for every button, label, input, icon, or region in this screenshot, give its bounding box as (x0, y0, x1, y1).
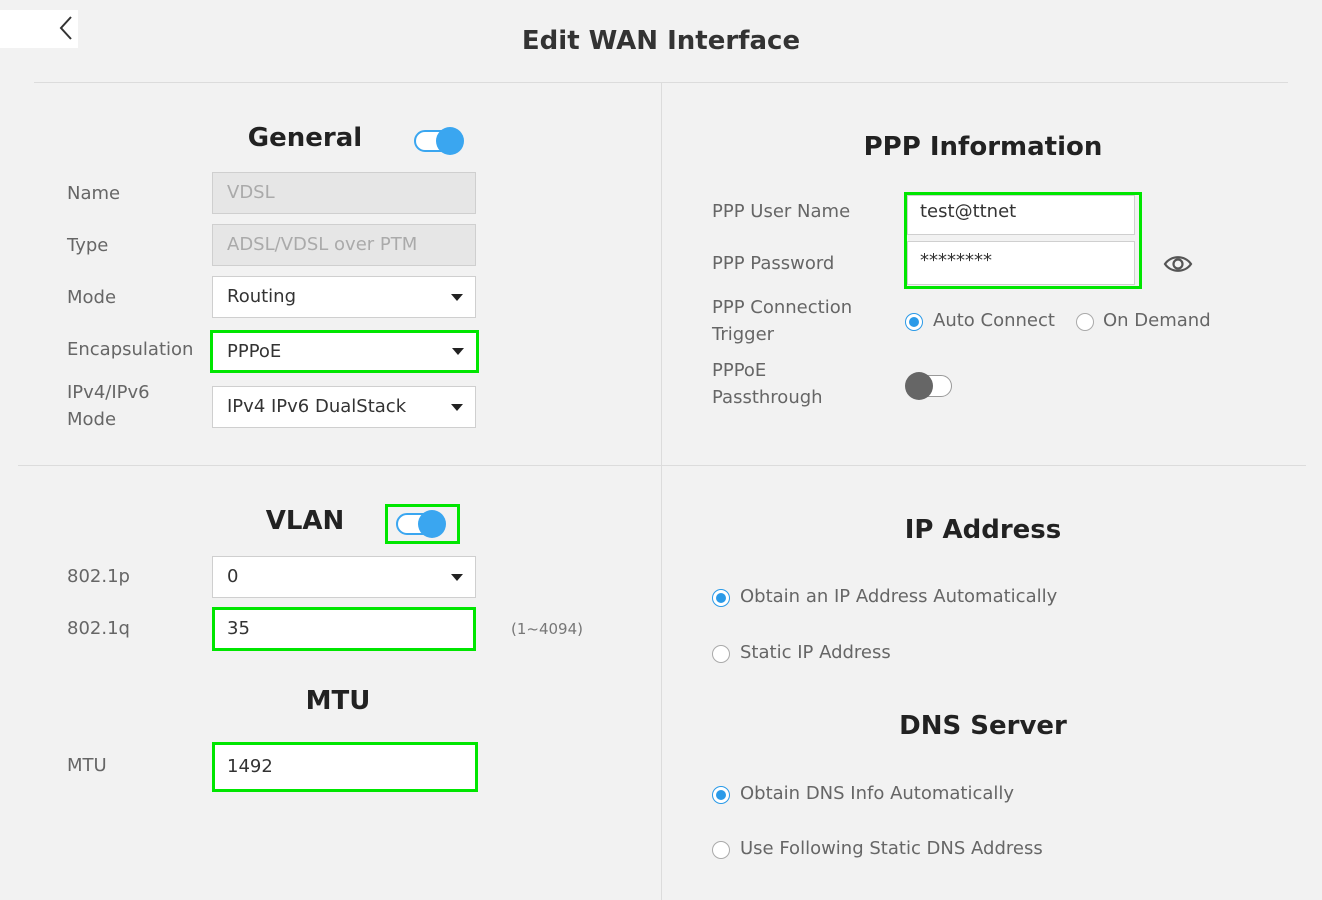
mode-select-value: Routing (227, 286, 297, 307)
type-label: Type (67, 235, 109, 256)
pppoe-passthrough-label-line2: Passthrough (712, 387, 823, 408)
ip-mode-label-line1: IPv4/IPv6 (67, 382, 150, 403)
encapsulation-select[interactable]: PPPoE (210, 330, 479, 373)
mtu-input[interactable]: 1492 (212, 742, 478, 792)
pppoe-passthrough-label-line1: PPPoE (712, 360, 767, 381)
static-dns-label: Use Following Static DNS Address (740, 838, 1043, 859)
column-divider (661, 82, 662, 900)
q8021q-range-hint: (1~4094) (511, 620, 583, 638)
obtain-ip-auto-label: Obtain an IP Address Automatically (740, 586, 1058, 607)
ppp-credentials-highlight (904, 192, 1142, 289)
pppoe-passthrough-toggle[interactable] (905, 372, 952, 400)
ppp-username-label: PPP User Name (712, 201, 851, 222)
toggle-knob (418, 510, 446, 538)
chevron-down-icon (452, 348, 464, 355)
vlan-title: VLAN (265, 506, 345, 536)
name-field[interactable]: VDSL (212, 172, 476, 214)
ip-address-title: IP Address (904, 515, 1062, 545)
ppp-username-input[interactable]: test@ttnet (907, 195, 1135, 235)
ppp-title: PPP Information (863, 132, 1103, 162)
chevron-down-icon (451, 294, 463, 301)
chevron-left-icon[interactable] (56, 14, 78, 42)
chevron-down-icon (451, 574, 463, 581)
static-dns-radio[interactable] (712, 841, 730, 859)
encapsulation-select-value: PPPoE (227, 341, 282, 362)
general-title: General (247, 123, 363, 153)
type-field[interactable]: ADSL/VDSL over PTM (212, 224, 476, 266)
mode-select[interactable]: Routing (212, 276, 476, 318)
auto-connect-label: Auto Connect (933, 310, 1055, 331)
static-ip-label: Static IP Address (740, 642, 891, 663)
vlan-toggle-highlight (385, 504, 460, 544)
ppp-password-label: PPP Password (712, 253, 835, 274)
on-demand-radio[interactable] (1076, 313, 1094, 331)
p8021p-select-value: 0 (227, 566, 239, 587)
ip-mode-select[interactable]: IPv4 IPv6 DualStack (212, 386, 476, 428)
ppp-trigger-label-line2: Trigger (712, 324, 775, 345)
general-toggle[interactable] (414, 127, 464, 155)
encapsulation-label: Encapsulation (67, 339, 194, 360)
on-demand-label: On Demand (1103, 310, 1211, 331)
obtain-dns-auto-radio[interactable] (712, 786, 730, 804)
section-divider (18, 465, 1306, 466)
back-button-area (0, 10, 78, 48)
p8021p-select[interactable]: 0 (212, 556, 476, 598)
name-label: Name (67, 183, 121, 204)
p8021p-label: 802.1p (67, 566, 130, 587)
ppp-password-input[interactable]: ******** (907, 241, 1135, 285)
toggle-knob (905, 372, 933, 400)
q8021q-label: 802.1q (67, 618, 130, 639)
page-title: Edit WAN Interface (521, 26, 801, 56)
q8021q-input[interactable]: 35 (212, 607, 476, 651)
static-ip-radio[interactable] (712, 645, 730, 663)
chevron-down-icon (451, 404, 463, 411)
auto-connect-radio[interactable] (905, 313, 923, 331)
mode-label: Mode (67, 287, 117, 308)
ip-mode-select-value: IPv4 IPv6 DualStack (227, 396, 407, 417)
ppp-trigger-label-line1: PPP Connection (712, 297, 853, 318)
dns-title: DNS Server (899, 711, 1067, 741)
ip-mode-label-line2: Mode (67, 409, 117, 430)
toggle-knob (436, 127, 464, 155)
vlan-toggle[interactable] (396, 510, 446, 538)
mtu-label: MTU (67, 755, 107, 776)
eye-icon[interactable] (1163, 251, 1193, 277)
obtain-dns-auto-label: Obtain DNS Info Automatically (740, 783, 1015, 804)
obtain-ip-auto-radio[interactable] (712, 589, 730, 607)
mtu-title: MTU (305, 686, 371, 716)
